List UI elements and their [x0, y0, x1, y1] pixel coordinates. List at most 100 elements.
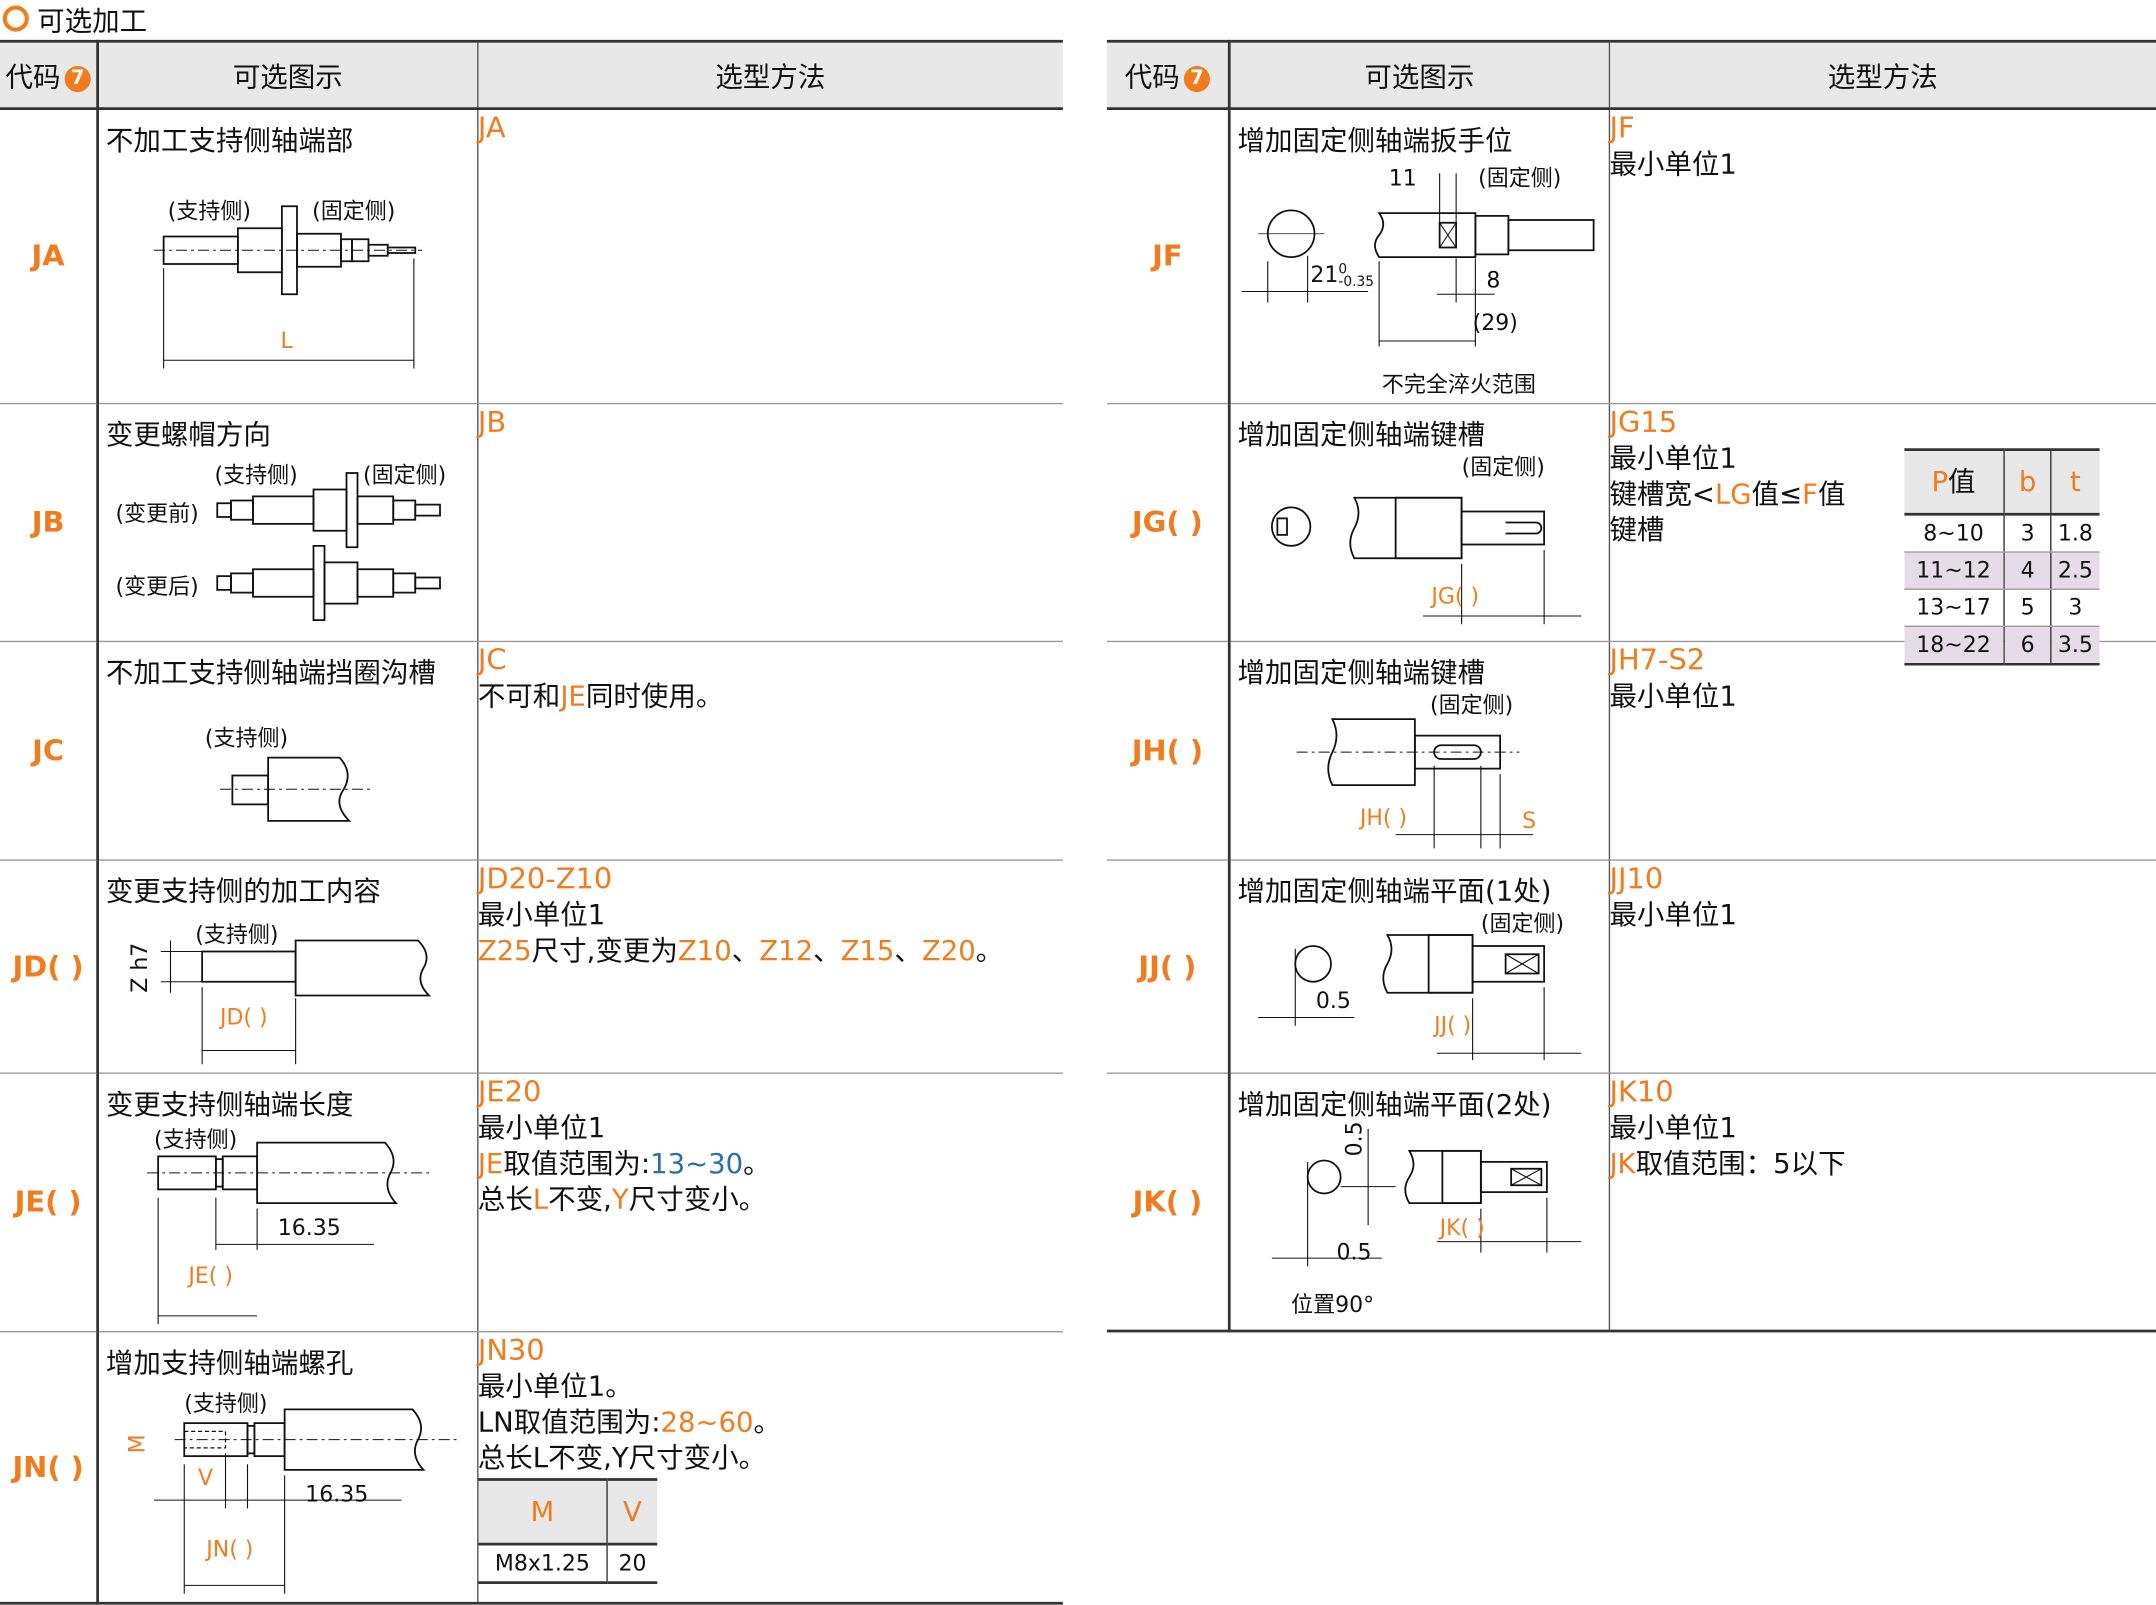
- dimension-label: 0.5: [1340, 1120, 1367, 1156]
- diagram-label: (固定侧): [1461, 453, 1545, 480]
- col-header: b: [2003, 447, 2052, 515]
- method-text: 不变,: [548, 1181, 612, 1215]
- highlight-text: JG15: [1609, 404, 1678, 438]
- figure-title: 增加固定侧轴端键槽: [1237, 417, 1486, 451]
- method-line: 最小单位1: [478, 896, 1063, 932]
- figure-cell: 增加固定侧轴端键槽 (固定侧) JH( ) S: [1229, 640, 1610, 861]
- figure-cell: 变更支持侧的加工内容 (支持侧) Z h7 JD( ): [97, 859, 478, 1074]
- option-code: JB: [0, 402, 99, 642]
- option-code: JD( ): [0, 859, 99, 1074]
- option-code: JC: [0, 640, 99, 861]
- method-text: 最小单位1: [1609, 147, 1737, 181]
- method-line: 不可和JE同时使用。: [478, 677, 1063, 713]
- method-text: 最小单位1: [1609, 1110, 1737, 1144]
- header-code-text: 代码: [1124, 60, 1180, 94]
- shaft-diagram: [1258, 933, 1582, 1060]
- shaft-diagram: [1296, 717, 1534, 848]
- method-text: 值≤: [1751, 476, 1803, 510]
- diagram-label: (变更前): [115, 499, 199, 526]
- diagram-label: 不完全淬火范围: [1381, 371, 1536, 398]
- diagram-label: (固定侧): [1480, 909, 1565, 936]
- table-row: JB 变更螺帽方向 (支持侧) (固定侧) (变更前) (变更后) JB: [0, 402, 1063, 642]
- method-line: JK取值范围：5以下: [1609, 1145, 2156, 1181]
- highlight-text: 28~60: [660, 1404, 754, 1438]
- option-code: JG( ): [1106, 402, 1231, 642]
- figure-title: 不加工支持侧轴端挡圈沟槽: [105, 655, 436, 689]
- figure-cell: 变更支持侧轴端长度 (支持侧) 16.35 JE( ): [97, 1072, 478, 1332]
- method-text: 13~30: [650, 1146, 744, 1180]
- dimension-label: S: [1522, 806, 1537, 833]
- table-cell: 13~17: [1903, 588, 2005, 627]
- highlight-text: JB: [477, 404, 507, 438]
- selection-code: JB: [478, 404, 1063, 440]
- dimension-label: 0.5: [1315, 986, 1351, 1013]
- table-cell: 3: [2050, 588, 2099, 627]
- method-line: 键槽宽<LG值≤F值: [1609, 475, 2156, 511]
- dimension-label: JN( ): [206, 1535, 254, 1562]
- highlight-text: JE: [560, 678, 586, 712]
- option-code: JA: [0, 108, 99, 404]
- diagram-label: (固定侧): [312, 198, 396, 225]
- table-cell: M8x1.25: [477, 1543, 608, 1584]
- shaft-diagram: [1271, 1128, 1582, 1266]
- table-row: JN( ) 增加支持侧轴端螺孔 (支持侧) M V 16.35 JN( ) JN…: [0, 1331, 1063, 1605]
- figure-cell: 不加工支持侧轴端挡圈沟槽 (支持侧): [97, 640, 478, 861]
- header-code-text: 代码: [5, 60, 61, 94]
- method-text: 、: [731, 932, 760, 966]
- method-line: 最小单位1。: [478, 1367, 1063, 1403]
- method-line: LN取值范围为:28~60。: [478, 1403, 1063, 1439]
- method-text: 。: [743, 1146, 771, 1180]
- method-text: 、: [894, 932, 922, 966]
- table-row: JK( ) 增加固定侧轴端平面(2处) 0.5 0.5 JK( ) 位置90° …: [1106, 1072, 2156, 1333]
- diagram-label: (固定侧): [363, 461, 447, 488]
- dimension-label: Z h7: [126, 942, 153, 993]
- dimension-label: 16.35: [277, 1213, 341, 1240]
- highlight-text: JD20-Z10: [477, 861, 613, 895]
- diagram-label: (支持侧): [167, 198, 251, 225]
- dimension-value: 21: [1310, 261, 1339, 288]
- method-text: 。: [753, 1404, 782, 1438]
- method-text: 总长L不变,Y尺寸变小。: [477, 1440, 767, 1474]
- selection-code: JA: [478, 110, 1063, 146]
- header-method: 选型方法: [477, 39, 1063, 110]
- method-line: 最小单位1: [1609, 896, 2156, 932]
- highlight-text: JK10: [1609, 1074, 1674, 1108]
- dimension-label: 16.35: [305, 1480, 369, 1507]
- dimension-label: L: [280, 327, 293, 354]
- highlight-text: L: [532, 1181, 549, 1215]
- method-line: 键槽: [1609, 511, 2156, 547]
- figure-title: 增加支持侧轴端螺孔: [105, 1345, 354, 1379]
- dimension-label: JK( ): [1439, 1213, 1485, 1240]
- dimension-label: JH( ): [1359, 803, 1408, 830]
- table-cell: 20: [606, 1543, 657, 1584]
- method-text: 取值范围：5以下: [1635, 1146, 1846, 1180]
- figure-cell: 增加固定侧轴端平面(1处) (固定侧) 0.5 JJ( ): [1229, 859, 1610, 1074]
- selection-code: JJ10: [1609, 860, 2156, 896]
- highlight-text: JE20: [477, 1074, 542, 1108]
- method-line: 总长L不变,Y尺寸变小。: [478, 1439, 1063, 1475]
- selection-code: JH7-S2: [1609, 641, 2156, 677]
- figure-cell: 增加固定侧轴端扳手位 11 (固定侧) 210-0.35 8 (29) 不完全淬…: [1229, 108, 1610, 404]
- option-code: JF: [1106, 108, 1231, 404]
- figure-title: 增加固定侧轴端平面(2处): [1237, 1086, 1552, 1120]
- selection-code: JD20-Z10: [478, 860, 1063, 896]
- highlight-text: Z10: [677, 932, 732, 966]
- method-text: 。: [975, 932, 1004, 966]
- method-text: 最小单位1: [1609, 897, 1737, 931]
- dimension-label: V: [198, 1463, 214, 1490]
- table-row: JF 增加固定侧轴端扳手位 11 (固定侧) 210-0.35 8 (29) 不…: [1106, 108, 2156, 404]
- shaft-diagram: [1241, 173, 1595, 347]
